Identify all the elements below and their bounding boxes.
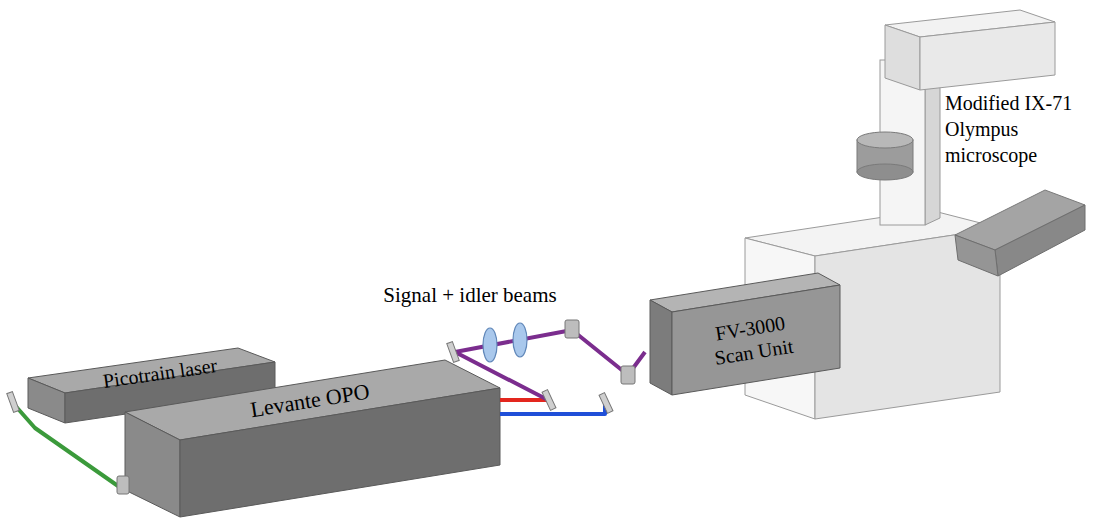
- scan-unit-box: FV-3000 Scan Unit: [645, 270, 845, 400]
- laser-beam: [12, 402, 118, 486]
- mirror-set: [7, 320, 635, 494]
- beam-label: Signal + idler beams: [383, 283, 556, 308]
- beam-segment: [500, 398, 548, 402]
- box-label: Picotrain laser: [101, 353, 218, 393]
- beam-segment: [12, 402, 118, 486]
- lens-pair: [483, 323, 527, 362]
- opo-box-drawing: [125, 360, 500, 517]
- box-label: Modified IX-71 Olympus microscope: [945, 90, 1087, 168]
- scan-unit-drawing: [650, 273, 840, 395]
- box-label: Levante OPO: [248, 379, 371, 424]
- box-label: FV-3000 Scan Unit: [697, 308, 807, 372]
- microscope-unit: Modified IX-71 Olympus microscope: [740, 8, 1095, 422]
- laser-box: Picotrain laser: [12, 340, 280, 430]
- opo-box: Levante OPO: [118, 355, 500, 519]
